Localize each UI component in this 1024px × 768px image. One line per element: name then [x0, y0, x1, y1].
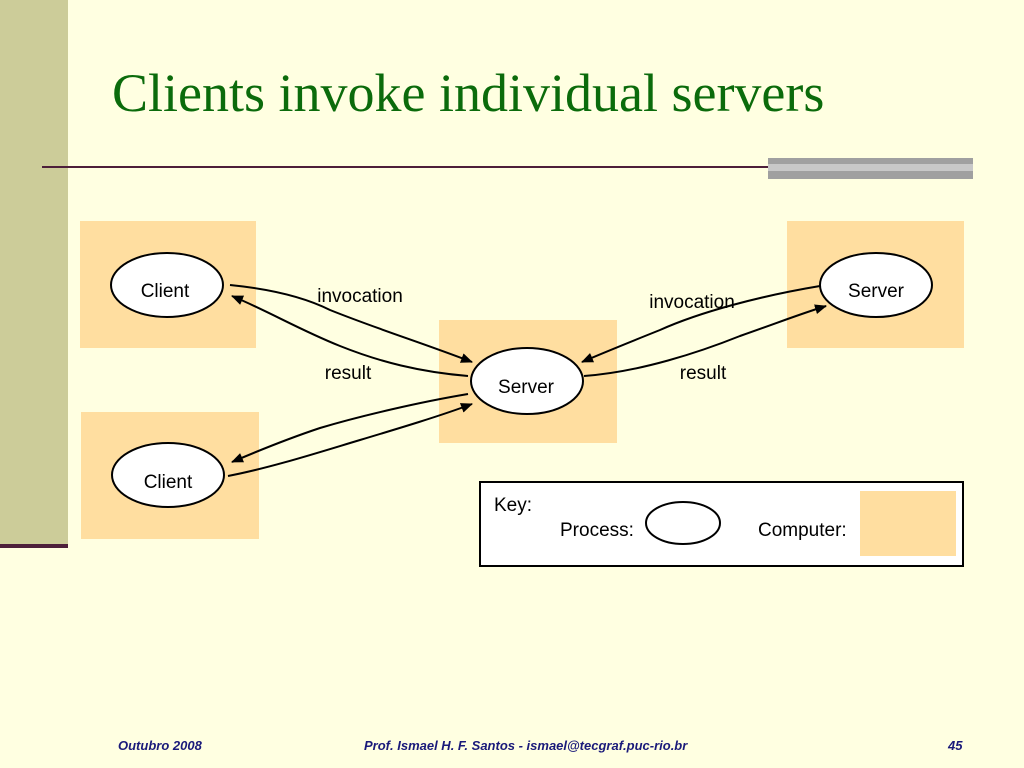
- footer-author: Prof. Ismael H. F. Santos - ismael@tecgr…: [364, 738, 688, 753]
- process-server-middle-label: Server: [498, 377, 555, 398]
- arrow-client-bottom-result: [231, 393, 469, 463]
- process-server-middle: [470, 347, 584, 415]
- edge-label-left-invocation: invocation: [317, 286, 403, 307]
- process-server-right-label: Server: [848, 281, 905, 302]
- footer-date: Outubro 2008: [118, 738, 202, 753]
- arrow-server-right-result: [583, 304, 827, 377]
- edge-label-right-invocation: invocation: [649, 292, 735, 313]
- edge-label-right-result: result: [680, 363, 727, 384]
- arrow-server-right-invocation: [581, 285, 821, 363]
- process-client-bottom: [111, 442, 225, 508]
- left-accent-bar: [0, 0, 68, 548]
- key-process-swatch: [645, 501, 721, 545]
- process-client-top-label: Client: [141, 281, 190, 302]
- slide-title: Clients invoke individual servers: [112, 63, 825, 123]
- title-divider: [42, 166, 972, 168]
- left-accent-bar-line: [0, 544, 68, 548]
- process-client-top: [110, 252, 224, 318]
- key-computer-swatch: [860, 491, 956, 556]
- footer-page-number: 45: [948, 738, 963, 753]
- edge-label-left-result: result: [325, 363, 372, 384]
- process-client-bottom-label: Client: [144, 472, 193, 493]
- key-title: Key:: [494, 495, 532, 516]
- arrow-client-top-result: [231, 295, 469, 377]
- key-process-label: Process:: [560, 520, 634, 541]
- arrow-client-top-invocation: [229, 284, 473, 363]
- process-server-right: [819, 252, 933, 318]
- key-computer-label: Computer:: [758, 520, 847, 541]
- title-divider-accent-mid: [768, 164, 973, 171]
- arrow-client-bottom-invocation: [227, 403, 473, 477]
